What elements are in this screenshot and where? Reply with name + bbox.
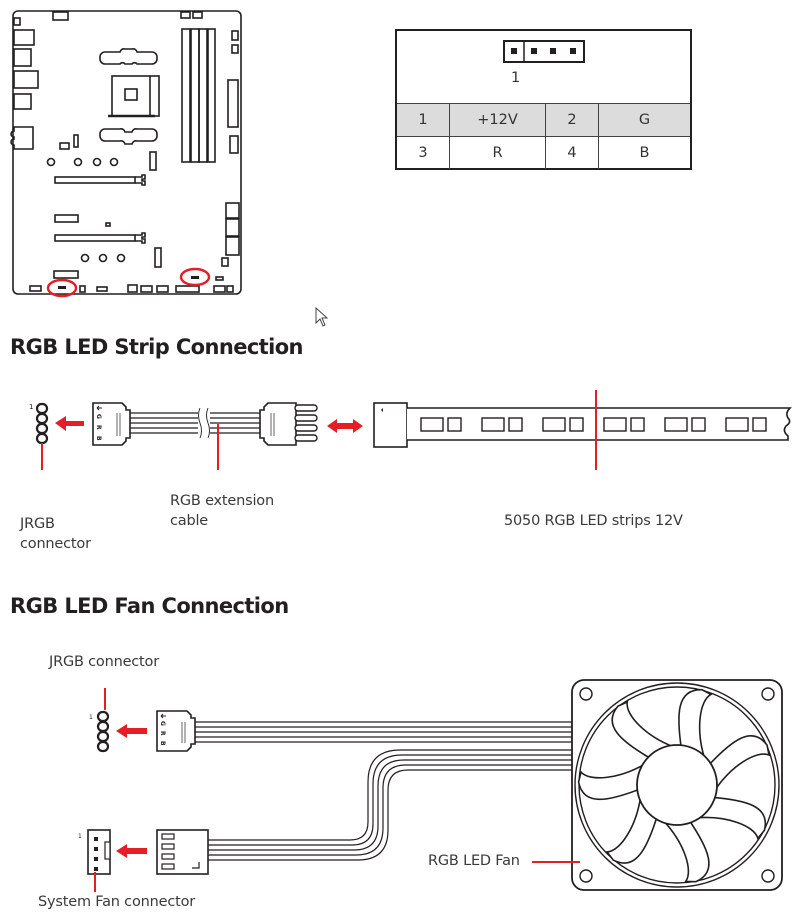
table-row: 3 R 4 B [397,136,690,169]
fan-4pin-plug [156,829,209,875]
led-chip [481,417,505,432]
fan-blade [706,735,771,792]
fan-power-insert-arrow-icon [116,844,147,858]
insert-arrow-icon [55,416,84,431]
motherboard-diagram [10,10,242,298]
pin1-label: 1 [511,70,521,86]
pin-header-icon [503,40,585,63]
rgb-led-fan-label: RGB LED Fan [428,853,520,869]
pin-signal: R [449,136,546,169]
fan-jrgb-header-pins [96,710,110,753]
led-chip [447,417,462,432]
connect-double-arrow-icon [327,419,363,433]
fan-power-cable [207,749,574,861]
pin-signal: +12V [449,104,546,137]
pin-assignment-table: 1 +12V 2 G 3 R 4 B [397,104,690,169]
strip-connection-diagram: 1 G R B [29,390,792,470]
pin-header-illustration: 1 [397,31,690,104]
board-outline [12,10,242,295]
fan-rgb-insert-arrow-icon [116,724,147,738]
svg-text:B: B [159,741,166,746]
led-chip [569,417,584,432]
led-chip [420,417,444,432]
fan-blades [577,688,771,883]
led-chip [725,417,749,432]
pin1-marker: 1 [29,403,33,411]
fan-blade [605,795,659,864]
system-fan-connector-label: System Fan connector [38,894,196,910]
fan-blade [695,796,767,840]
fan-connection-diagram: 1 G R B 1 [78,679,783,892]
fan-blade [611,700,676,761]
led-chip [691,417,706,432]
svg-text:1: 1 [89,714,93,721]
jrgb-highlight-bottom-right [179,267,211,287]
svg-text:1: 1 [78,833,82,840]
led-chip [508,417,523,432]
pin-number: 2 [545,104,599,137]
fan-hub [636,744,718,826]
led-chip [603,417,627,432]
svg-text:R: R [95,425,102,430]
pin-number: 4 [545,136,599,169]
fan-blade [662,817,710,883]
strip-connector-block [373,402,408,448]
fan-rgb-cable [195,721,574,743]
rgb-female-plug [92,402,131,446]
strip-section-title: RGB LED Strip Connection [10,335,304,359]
led-chip [752,417,767,432]
extension-cable [130,412,262,434]
svg-text:R: R [159,731,166,736]
led-chip [664,417,688,432]
fan-blade [577,762,646,801]
fan-jrgb-connector-label: JRGB connector [49,654,159,670]
led-strip-label: 5050 RGB LED strips 12V [504,513,683,529]
led-chip [542,417,566,432]
fan-section-title: RGB LED Fan Connection [10,594,289,618]
pin-number: 1 [397,104,450,137]
pin-signal: G [598,104,690,137]
fan-blade [678,688,713,760]
led-chip [630,417,645,432]
rgb-male-plug [259,402,297,446]
pin-signal: B [598,136,690,169]
mouse-cursor-icon [315,307,329,327]
jrgb-header-pins [35,402,49,445]
led-strip-body [407,407,792,441]
pin-number: 3 [397,136,450,169]
jrgb-highlight-bottom-left [46,278,78,298]
svg-text:B: B [95,436,102,441]
svg-text:G: G [95,414,102,419]
led-chips [420,417,767,432]
svg-text:G: G [159,721,166,726]
jrgb-pin-table: 1 1 +12V 2 G 3 R 4 B [395,29,692,170]
table-row: 1 +12V 2 G [397,104,690,137]
